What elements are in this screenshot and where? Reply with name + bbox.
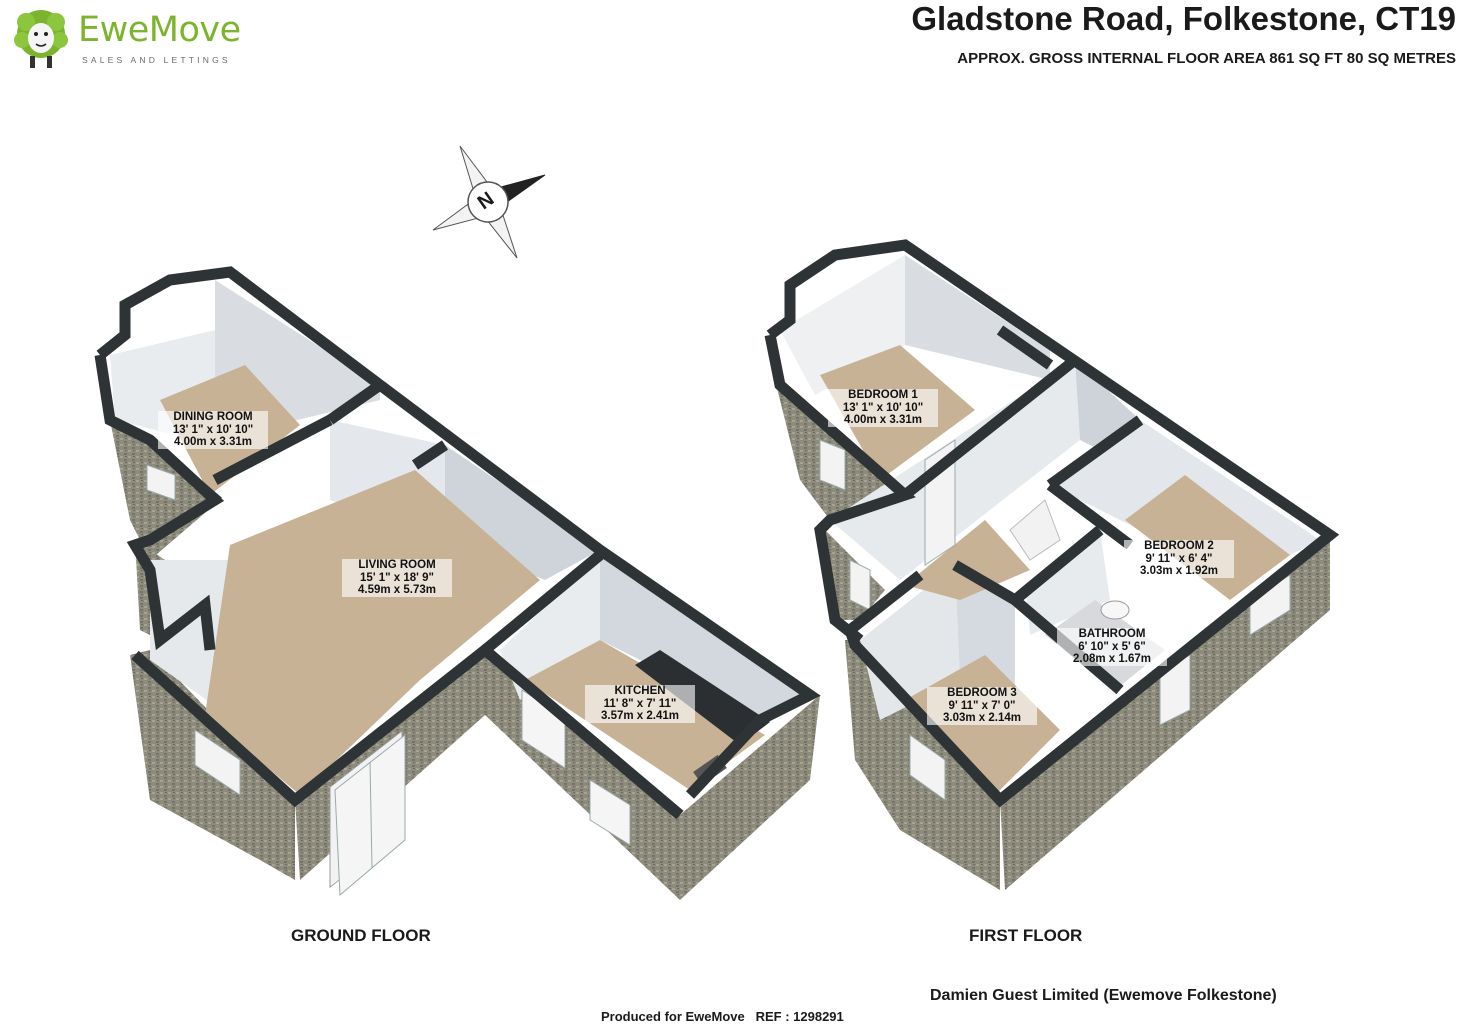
room-label-living-room: LIVING ROOM 15' 1" x 18' 9" 4.59m x 5.73…: [342, 559, 452, 597]
room-imperial-size: 11' 8" x 7' 11": [585, 697, 695, 710]
room-name: LIVING ROOM: [342, 559, 452, 572]
room-metric-size: 3.03m x 1.92m: [1124, 565, 1234, 578]
room-imperial-size: 15' 1" x 18' 9": [342, 571, 452, 584]
room-name: BEDROOM 2: [1124, 540, 1234, 553]
room-metric-size: 2.08m x 1.67m: [1057, 653, 1167, 666]
ground-floor-model: [94, 266, 821, 900]
room-imperial-size: 9' 11" x 7' 0": [927, 699, 1037, 712]
first-floor-label: FIRST FLOOR: [969, 926, 1083, 945]
agent-company-name: Damien Guest Limited (Ewemove Folkestone…: [930, 987, 1277, 1004]
north-compass-icon: [432, 145, 546, 259]
room-name: BATHROOM: [1057, 628, 1167, 641]
reference-number: REF : 1298291: [755, 1009, 844, 1024]
bedroom-2-floor: [1125, 475, 1290, 600]
page-title: Gladstone Road, Folkestone, CT19: [911, 0, 1456, 37]
room-label-bedroom-2: BEDROOM 2 9' 11" x 6' 4" 3.03m x 1.92m: [1124, 540, 1234, 578]
sheep-mascot-icon: [14, 10, 68, 68]
room-label-bedroom-1: BEDROOM 1 13' 1" x 10' 10" 4.00m x 3.31m: [828, 389, 938, 427]
room-imperial-size: 6' 10" x 5' 6": [1057, 640, 1167, 653]
room-imperial-size: 9' 11" x 6' 4": [1124, 552, 1234, 565]
first-floor-model: [764, 239, 1340, 890]
produced-for-text: Produced for EweMove: [601, 1009, 745, 1024]
floor-area-subtitle: APPROX. GROSS INTERNAL FLOOR AREA 861 SQ…: [957, 50, 1456, 67]
room-metric-size: 4.59m x 5.73m: [342, 584, 452, 597]
room-name: KITCHEN: [585, 685, 695, 698]
room-label-bathroom: BATHROOM 6' 10" x 5' 6" 2.08m x 1.67m: [1057, 628, 1167, 666]
room-name: DINING ROOM: [158, 411, 268, 424]
room-label-kitchen: KITCHEN 11' 8" x 7' 11" 3.57m x 2.41m: [585, 685, 695, 723]
room-label-dining-room: DINING ROOM 13' 1" x 10' 10" 4.00m x 3.3…: [158, 411, 268, 449]
living-room-floor: [205, 470, 540, 795]
room-label-bedroom-3: BEDROOM 3 9' 11" x 7' 0" 3.03m x 2.14m: [927, 687, 1037, 725]
brand-tagline: SALES AND LETTINGS: [82, 55, 231, 65]
brand-name: EweMove: [78, 10, 241, 50]
room-metric-size: 3.57m x 2.41m: [585, 710, 695, 723]
room-metric-size: 4.00m x 3.31m: [828, 414, 938, 427]
room-imperial-size: 13' 1" x 10' 10": [828, 401, 938, 414]
produced-for-ref: Produced for EweMove REF : 1298291: [601, 1009, 844, 1024]
room-name: BEDROOM 3: [927, 687, 1037, 700]
ground-floor-label: GROUND FLOOR: [291, 926, 431, 945]
landing-floor: [905, 520, 1030, 600]
room-name: BEDROOM 1: [828, 389, 938, 402]
room-metric-size: 3.03m x 2.14m: [927, 712, 1037, 725]
brand-logo[interactable]: EweMove SALES AND LETTINGS: [8, 4, 248, 74]
room-metric-size: 4.00m x 3.31m: [158, 436, 268, 449]
room-imperial-size: 13' 1" x 10' 10": [158, 423, 268, 436]
